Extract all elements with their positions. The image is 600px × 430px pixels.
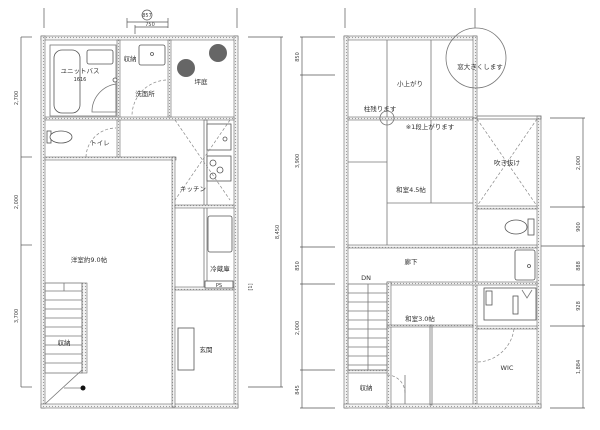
room-entrance: 玄関 (200, 345, 213, 354)
room-kitchen: キッチン (180, 185, 206, 193)
room-toilet: トイレ (90, 139, 110, 147)
dim-side-mark: [1] (248, 283, 254, 290)
atrium: 吹き抜け (476, 118, 538, 207)
floor2-right-dimensions: 2,000 900 888 928 1,884 (535, 117, 585, 409)
room-corridor: 廊下 (405, 257, 419, 266)
room-western-9: 洋室約9.0帖 (71, 255, 108, 264)
dim-left-2: 2,000 (14, 195, 20, 209)
room-atrium: 吹き抜け (494, 158, 520, 167)
kitchen: キッチン 冷蔵庫 PS (174, 119, 234, 289)
room-garden: 坪庭 (195, 77, 209, 86)
room-ps: PS (216, 283, 222, 289)
stairs-floor1: 収納 (44, 282, 86, 405)
shower-unit-2f (483, 287, 537, 321)
note-window-enlarge: 窓大きくします (445, 27, 507, 89)
toilet-2f (504, 218, 535, 236)
room-japanese-45: 和室4.5帖 (396, 185, 426, 194)
wic: WIC (476, 328, 515, 372)
f2-dim-left-5: 845 (295, 385, 301, 395)
dim-left-3: 3,700 (14, 309, 20, 323)
top-dimension: 857 750 (43, 8, 238, 34)
room-storage-top: 収納 (124, 54, 137, 63)
room-washroom: 洗面所 (135, 89, 155, 98)
f2-dim-left-4: 2,000 (295, 321, 301, 335)
dim-left-1: 2,700 (14, 91, 20, 105)
washroom: 収納 洗面所 (124, 44, 167, 117)
entrance: 玄関 (177, 327, 213, 371)
dim-total: 8,450 (275, 225, 281, 239)
room-loft: 小上がり (397, 79, 423, 88)
floor-1-plan: 857 750 2,700 2,000 3,700 8,450 [1] (14, 8, 283, 409)
dim-top-circle: 857 (142, 13, 152, 19)
room-storage-stairs: 収納 (58, 338, 71, 347)
unit-bath: ユニットバス 1616 (49, 44, 118, 117)
toilet: トイレ (46, 127, 117, 158)
room-unit-bath: ユニットバス (61, 67, 100, 75)
total-dimension: 8,450 [1] (248, 36, 283, 388)
unit-bath-size: 1616 (74, 77, 87, 83)
note-pillar: 柱残ります ※1段上がります (364, 104, 455, 131)
note-pillar-text: 柱残ります (364, 104, 397, 113)
floor-2-plan: 850 3,900 850 2,000 845 2,000 900 888 92… (295, 8, 585, 409)
floor2-left-dimensions: 850 3,900 850 2,000 845 (295, 36, 335, 409)
f2-dim-left-1: 850 (295, 52, 301, 62)
f2-dim-right-5: 1,884 (576, 360, 582, 374)
room-storage-2f: 収納 (360, 383, 373, 392)
f2-dim-left-3: 850 (295, 261, 301, 271)
room-wic: WIC (501, 364, 514, 372)
f2-dim-right-3: 888 (576, 261, 582, 271)
room-japanese-30: 和室3.0帖 (405, 314, 435, 323)
f2-dim-right-4: 928 (576, 301, 582, 311)
storage-2f: 収納 (360, 374, 406, 404)
dim-top-inner: 750 (145, 22, 155, 28)
f2-dim-right-1: 2,000 (576, 156, 582, 170)
f2-dim-left-2: 3,900 (295, 154, 301, 168)
room-fridge: 冷蔵庫 (210, 264, 230, 273)
garden: 坪庭 (177, 44, 227, 86)
note-window: 窓大きくします (457, 62, 503, 71)
note-step: ※1段上がります (406, 122, 455, 131)
stairs-dn-label: DN (361, 274, 371, 282)
stairs-floor2: DN (347, 274, 388, 371)
f2-dim-right-2: 900 (576, 222, 582, 232)
sink-2f (514, 249, 536, 281)
left-dimension-chain: 2,700 2,000 3,700 (14, 36, 32, 388)
